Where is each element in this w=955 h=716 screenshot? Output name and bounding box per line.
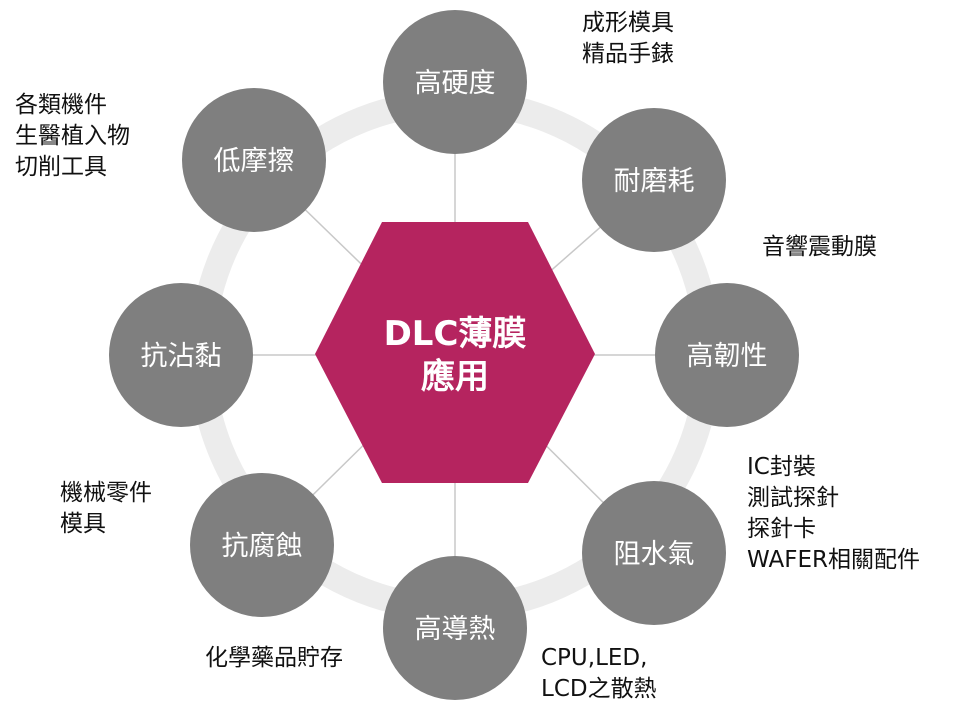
note-corrosion-resistant: 機械零件 模具	[60, 478, 152, 540]
node-label: 高韌性	[687, 341, 768, 372]
note-high-hardness: 成形模具 精品手錶	[582, 8, 674, 70]
node-circle	[655, 283, 799, 427]
node-label: 高硬度	[415, 68, 496, 99]
note-line: 音響震動膜	[762, 234, 877, 260]
note-line: 各類機件	[15, 92, 107, 118]
node-high-thermal-conductivity: 高導熱	[383, 556, 527, 700]
node-corrosion-resistant: 抗腐蝕	[190, 473, 334, 617]
note-line: LCD之散熱	[541, 676, 657, 702]
note-chemical-storage: 化學藥品貯存	[205, 643, 343, 674]
node-high-toughness: 高韌性	[655, 283, 799, 427]
note-line: 模具	[60, 511, 106, 537]
node-label: 低摩擦	[214, 146, 295, 177]
node-label: 阻水氣	[614, 539, 695, 570]
note-moisture-barrier: IC封裝 測試探針 探針卡 WAFER相關配件	[747, 452, 920, 576]
node-label: 高導熱	[415, 614, 496, 645]
node-label: 耐磨耗	[614, 166, 695, 197]
note-line: CPU,LED,	[541, 645, 648, 671]
node-label: 抗腐蝕	[222, 531, 303, 562]
node-circle	[182, 88, 326, 232]
note-line: 切削工具	[15, 154, 107, 180]
note-line: 生醫植入物	[15, 123, 130, 149]
note-low-friction: 各類機件 生醫植入物 切削工具	[15, 90, 130, 183]
note-high-thermal-conductivity: CPU,LED, LCD之散熱	[541, 643, 657, 705]
node-circle	[383, 556, 527, 700]
node-anti-stick: 抗沾黏	[109, 283, 253, 427]
node-circle	[383, 10, 527, 154]
node-circle	[582, 481, 726, 625]
note-line: 成形模具	[582, 10, 674, 36]
node-label: 抗沾黏	[141, 341, 222, 372]
node-wear-resistant: 耐磨耗	[582, 108, 726, 252]
note-line: 探針卡	[747, 516, 816, 542]
center-hexagon	[315, 222, 595, 483]
note-wear-resistant: 音響震動膜	[762, 232, 877, 263]
node-high-hardness: 高硬度	[383, 10, 527, 154]
note-line: 精品手錶	[582, 41, 674, 67]
node-circle	[109, 283, 253, 427]
note-line: IC封裝	[747, 454, 816, 480]
note-line: 機械零件	[60, 480, 152, 506]
note-line: WAFER相關配件	[747, 547, 920, 573]
node-circle	[582, 108, 726, 252]
node-moisture-barrier: 阻水氣	[582, 481, 726, 625]
note-line: 化學藥品貯存	[205, 645, 343, 671]
node-low-friction: 低摩擦	[182, 88, 326, 232]
node-circle	[190, 473, 334, 617]
center-title-line1: DLC薄膜	[384, 314, 527, 354]
note-line: 測試探針	[747, 485, 839, 511]
center-title-line2: 應用	[421, 357, 489, 397]
